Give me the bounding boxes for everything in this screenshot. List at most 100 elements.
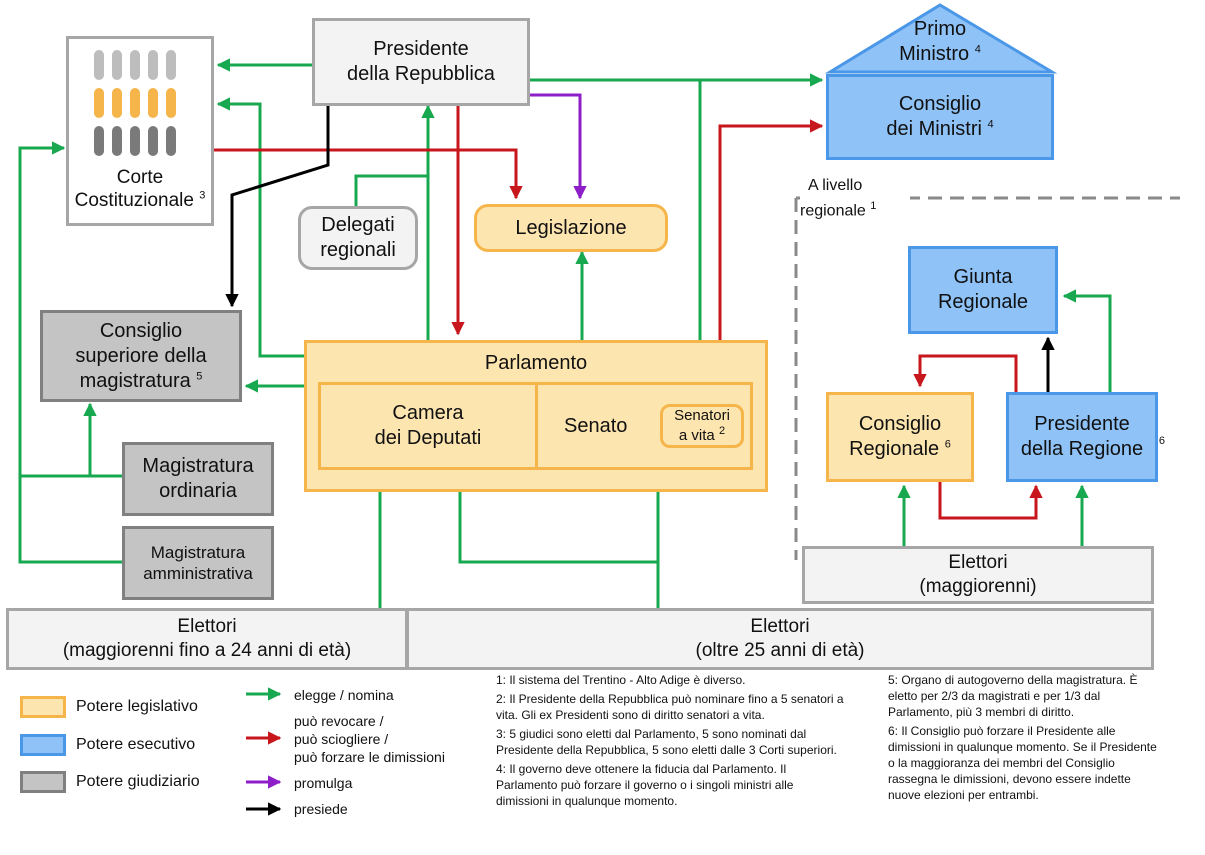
legend-giudiziario-label: Potere giudiziario xyxy=(76,773,200,790)
legend-revoca-line1: può revocare / xyxy=(294,713,384,729)
regional-label: A livello regionale 1 xyxy=(800,176,910,222)
senatori-a-vita: Senatori a vita 2 xyxy=(660,404,744,448)
senatori-line2: a vita xyxy=(678,427,715,444)
csm-sup: 5 xyxy=(196,369,203,382)
delegati-regionali: Delegati regionali xyxy=(298,206,418,270)
legend-revoca-line2: può sciogliere / xyxy=(294,731,389,747)
elettori-adulti: Elettori (oltre 25 anni di età) xyxy=(406,608,1154,670)
elettori-reg-line1: Elettori xyxy=(948,552,1008,574)
arrow-promulga xyxy=(530,93,587,200)
arrow-parlamento-corte xyxy=(216,97,304,358)
note-2: 2: Il Presidente della Repubblica può no… xyxy=(496,692,844,722)
primo-ministro-sup: 4 xyxy=(974,43,981,56)
legend-esecutivo: Potere esecutivo xyxy=(20,734,195,756)
regional-label-sup: 1 xyxy=(870,200,877,212)
arrow-presidente-consiglio-reg xyxy=(913,354,1018,392)
regional-label-line2: regionale xyxy=(800,202,866,220)
magistratura-ordinaria: Magistratura ordinaria xyxy=(122,442,274,516)
giunta-line1: Giunta xyxy=(953,266,1013,288)
presidente-reg-line1: Presidente xyxy=(1034,413,1130,435)
consiglio-ministri-line1: Consiglio xyxy=(898,93,982,115)
mag-ordinaria-line2: ordinaria xyxy=(159,480,237,502)
legend-promulga: promulga xyxy=(294,775,353,791)
arrow-magistrature-corte xyxy=(18,148,122,564)
judges-icon xyxy=(94,50,176,156)
legend-revoca-line3: può forzare le dimissioni xyxy=(294,749,445,765)
corte-sup: 3 xyxy=(199,189,206,202)
notes-column-1: 1: Il sistema del Trentino - Alto Adige … xyxy=(496,672,846,812)
presidente-reg-sup: 6 xyxy=(1158,435,1165,447)
legend-swatch-giudiziario xyxy=(20,771,66,793)
legislazione-label: Legislazione xyxy=(515,216,627,239)
csm-line2: superiore della xyxy=(75,344,207,367)
mag-amministrativa-line1: Magistratura xyxy=(150,542,246,562)
consiglio-superiore-magistratura: Consiglio superiore della magistratura 5 xyxy=(40,310,242,402)
consiglio-reg-line2: Regionale xyxy=(849,438,940,460)
consiglio-reg-line1: Consiglio xyxy=(858,413,942,435)
arrow-consiglio-presidente-reg xyxy=(938,482,1043,520)
consiglio-regionale: Consiglio Regionale 6 xyxy=(826,392,974,482)
consiglio-ministri: Consiglio dei Ministri 4 xyxy=(826,74,1054,160)
senato-label: Senato xyxy=(564,414,628,437)
camera-line1: Camera xyxy=(392,402,464,424)
elettori-reg-line2: (maggiorenni) xyxy=(919,576,1037,597)
presidente-repubblica: Presidente della Repubblica xyxy=(312,18,530,106)
elettori-adulti-line2: (oltre 25 anni di età) xyxy=(695,640,865,661)
elettori-giovani-line2: (maggiorenni fino a 24 anni di età) xyxy=(62,640,352,661)
arrow-presidente-giunta xyxy=(1062,289,1112,392)
note-4: 4: Il governo deve ottenere la fiducia d… xyxy=(496,762,794,808)
corte-costituzionale: Corte Costituzionale 3 xyxy=(66,36,214,226)
legend-legislativo-label: Potere legislativo xyxy=(76,698,198,715)
note-3: 3: 5 giudici sono eletti dal Parlamento,… xyxy=(496,727,837,757)
arrow-corte-legislazione xyxy=(214,148,523,200)
arrow-elettori-camera-2 xyxy=(453,474,658,564)
elettori-adulti-line1: Elettori xyxy=(750,616,810,638)
consiglio-reg-sup: 6 xyxy=(944,438,951,451)
primo-ministro: Primo Ministro 4 xyxy=(880,14,1000,70)
csm-line1: Consiglio xyxy=(99,319,183,342)
giunta-line2: Regionale xyxy=(937,291,1029,313)
legend-presiede: presiede xyxy=(294,801,348,817)
camera-deputati: Camera dei Deputati xyxy=(318,382,538,470)
csm-line3: magistratura xyxy=(79,369,191,392)
presidente-line2: della Repubblica xyxy=(347,63,495,85)
primo-ministro-roof xyxy=(824,3,1058,74)
presidente-line1: Presidente xyxy=(373,38,469,60)
mag-amministrativa-line2: amministrativa xyxy=(143,564,253,583)
arrow-presiede-csm xyxy=(225,106,330,308)
note-6: 6: Il Consiglio può forzare il President… xyxy=(888,724,1157,802)
presidente-reg-line2: della Regione xyxy=(1020,438,1144,460)
corte-line2: Costituzionale xyxy=(74,190,194,212)
legend-esecutivo-label: Potere esecutivo xyxy=(76,736,196,753)
magistratura-amministrativa: Magistratura amministrativa xyxy=(122,526,274,600)
arrow-parlamento-governo xyxy=(718,119,824,340)
senatori-sup: 2 xyxy=(718,425,726,437)
legislazione: Legislazione xyxy=(474,204,668,252)
elettori-giovani-line1: Elettori xyxy=(177,616,237,638)
corte-line1: Corte xyxy=(116,166,164,188)
legend-revoca: può revocare / può sciogliere / può forz… xyxy=(294,712,445,766)
mag-ordinaria-line1: Magistratura xyxy=(142,455,254,477)
primo-ministro-line1: Primo xyxy=(913,18,967,40)
delegati-line2: regionali xyxy=(320,239,396,261)
legend-swatch-legislativo xyxy=(20,696,66,718)
giunta-regionale: Giunta Regionale xyxy=(908,246,1058,334)
elettori-giovani: Elettori (maggiorenni fino a 24 anni di … xyxy=(6,608,408,670)
delegati-line1: Delegati xyxy=(321,214,395,236)
arrow-magistratura-csm xyxy=(83,402,122,478)
regional-boundary xyxy=(794,196,1180,560)
note-5: 5: Organo di autogoverno della magistrat… xyxy=(888,673,1138,719)
elettori-regionali: Elettori (maggiorenni) xyxy=(802,546,1154,604)
primo-ministro-line2: Ministro xyxy=(899,43,970,65)
senatori-line1: Senatori xyxy=(674,407,730,424)
legend-legislativo: Potere legislativo xyxy=(20,696,198,718)
notes-column-2: 5: Organo di autogoverno della magistrat… xyxy=(888,672,1158,806)
camera-line2: dei Deputati xyxy=(374,427,482,449)
consiglio-ministri-sup: 4 xyxy=(987,118,994,131)
legend-swatch-esecutivo xyxy=(20,734,66,756)
legend-elegge: elegge / nomina xyxy=(294,687,394,703)
consiglio-ministri-line2: dei Ministri xyxy=(886,118,982,140)
presidente-regione: Presidente della Regione 6 xyxy=(1006,392,1165,482)
arrow-delegati xyxy=(354,174,428,206)
parlamento-label: Parlamento xyxy=(484,352,588,374)
